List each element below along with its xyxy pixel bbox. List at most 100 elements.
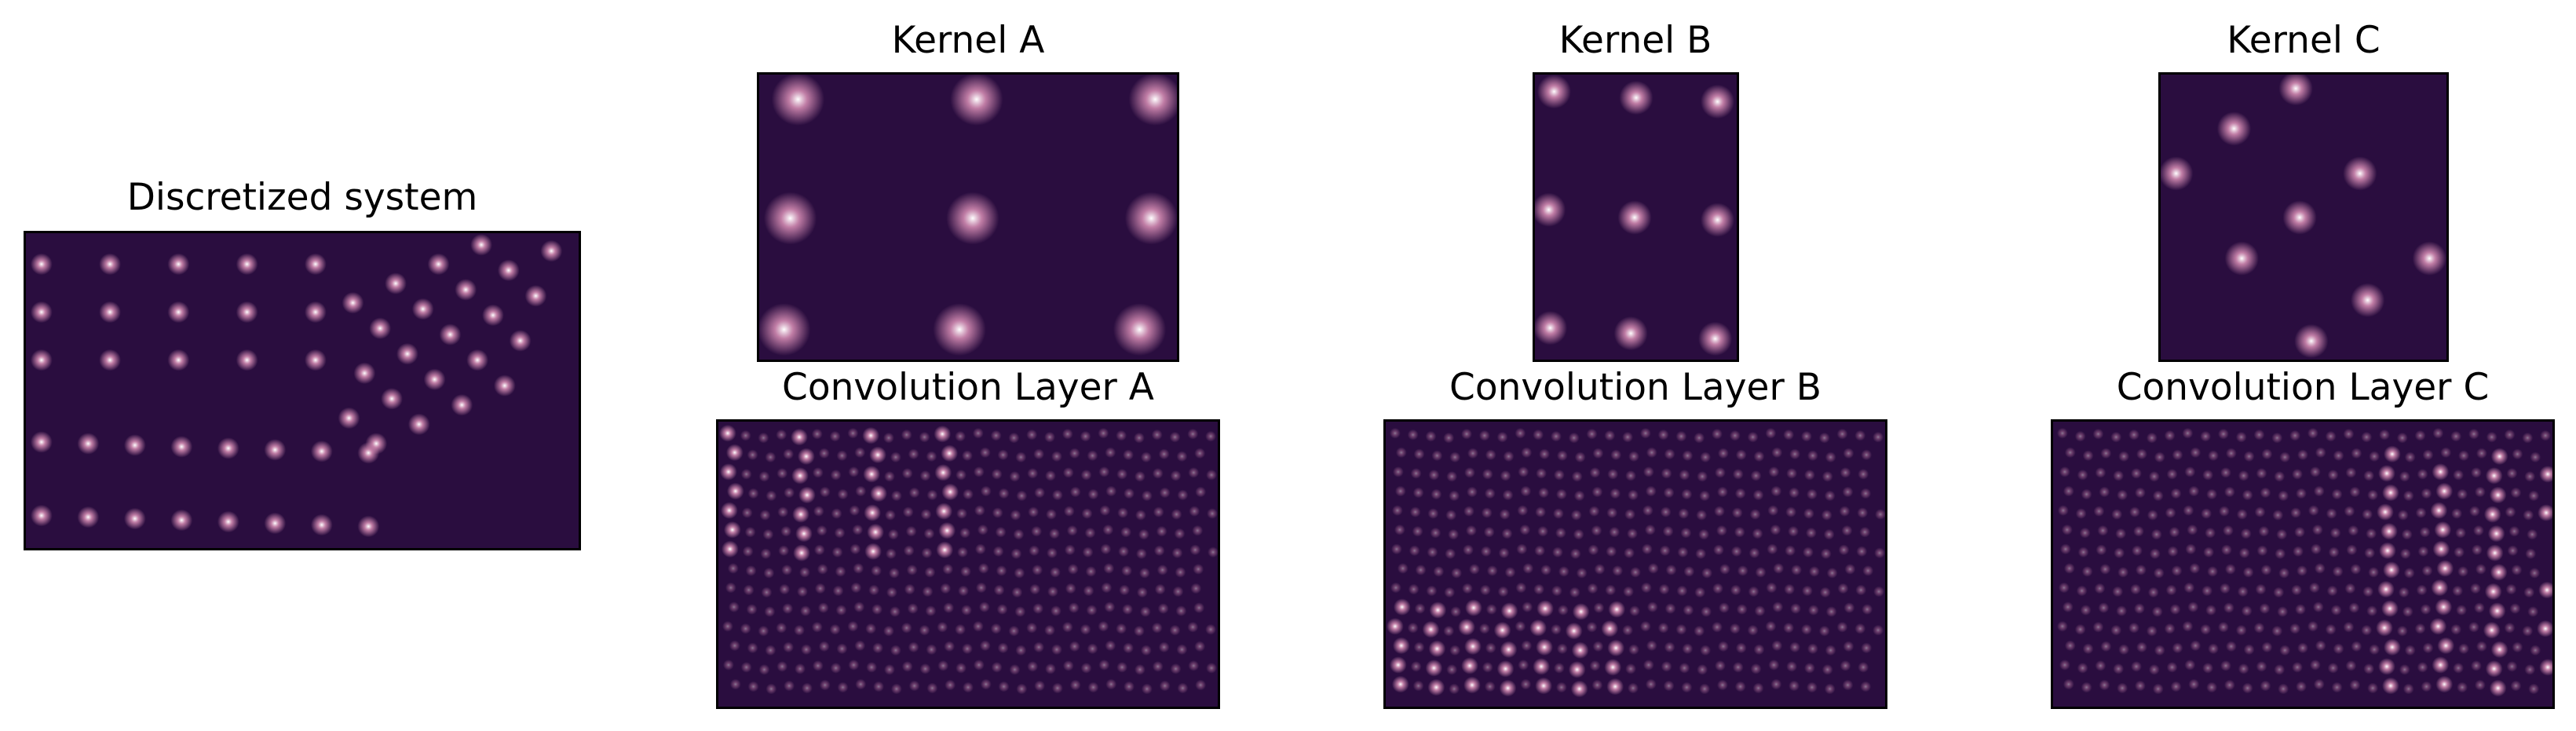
response-spot	[2490, 641, 2508, 659]
response-spot	[2258, 525, 2270, 537]
response-spot	[817, 564, 828, 575]
response-spot	[2082, 450, 2094, 462]
response-spot	[1622, 431, 1634, 443]
response-spot	[2225, 448, 2237, 459]
response-spot	[2296, 488, 2307, 499]
response-spot	[1571, 470, 1583, 482]
response-spot	[1610, 449, 1622, 461]
response-spot	[1551, 623, 1562, 635]
response-spot	[1141, 490, 1153, 502]
response-spot	[1592, 641, 1604, 652]
particle-spot	[451, 393, 473, 416]
response-spot	[1874, 547, 1885, 559]
response-spot	[1049, 528, 1060, 539]
response-spot	[2223, 602, 2234, 613]
response-spot	[1029, 545, 1040, 557]
response-spot	[1138, 528, 1149, 540]
response-spot	[1629, 605, 1640, 616]
response-spot	[1856, 546, 1868, 557]
response-spot	[1449, 451, 1461, 463]
response-spot	[2166, 469, 2178, 480]
response-spot	[1064, 544, 1076, 556]
response-spot	[765, 451, 776, 463]
conv-layer-a-panel	[716, 419, 1220, 709]
response-spot	[2488, 602, 2506, 620]
response-spot	[1463, 544, 1474, 556]
response-spot	[1413, 641, 1425, 653]
response-spot	[2115, 528, 2127, 539]
particle-spot	[342, 291, 364, 314]
response-spot	[1699, 490, 1711, 502]
response-spot	[1843, 448, 1854, 459]
particle-spot	[466, 349, 488, 371]
response-spot	[1517, 505, 1529, 517]
response-spot	[1412, 680, 1424, 692]
response-spot	[2187, 601, 2199, 612]
response-spot	[1821, 470, 1833, 482]
response-spot	[1141, 683, 1153, 695]
response-spot	[1105, 678, 1117, 690]
response-spot	[1716, 524, 1727, 536]
response-spot	[943, 602, 955, 613]
response-spot	[1481, 507, 1493, 518]
response-spot	[1837, 583, 1849, 594]
response-spot	[723, 521, 741, 539]
response-spot	[2170, 488, 2182, 499]
response-spot	[1753, 644, 1765, 656]
conv-layer-a-title: Convolution Layer A	[782, 366, 1154, 409]
response-spot	[2058, 582, 2070, 594]
response-spot	[980, 678, 992, 690]
response-spot	[2348, 524, 2359, 536]
response-spot	[1826, 567, 1838, 579]
response-spot	[1502, 489, 1514, 501]
response-spot	[1802, 585, 1813, 597]
response-spot	[2130, 583, 2141, 595]
response-spot	[1009, 663, 1021, 675]
response-spot	[1082, 546, 1094, 558]
response-spot	[1557, 605, 1569, 616]
response-spot	[1731, 507, 1743, 518]
response-spot	[872, 642, 884, 654]
response-spot	[2525, 548, 2537, 560]
response-spot	[1443, 625, 1455, 637]
response-spot	[2511, 564, 2523, 576]
response-spot	[1574, 451, 1586, 463]
response-spot	[1499, 679, 1517, 697]
response-spot	[1046, 509, 1057, 520]
response-spot	[2110, 624, 2122, 636]
response-spot	[1170, 470, 1182, 481]
response-spot	[2063, 563, 2075, 574]
response-spot	[979, 447, 991, 459]
response-spot	[1044, 431, 1055, 443]
response-spot	[1586, 621, 1598, 633]
particle-spot	[439, 323, 462, 345]
response-spot	[977, 524, 988, 535]
response-spot	[2384, 638, 2401, 656]
response-spot	[1734, 681, 1746, 693]
response-spot	[726, 482, 744, 500]
particle-spot	[123, 434, 146, 456]
response-spot	[1841, 524, 1853, 536]
response-spot	[2219, 506, 2230, 517]
response-spot	[2450, 623, 2462, 635]
response-spot	[902, 506, 914, 517]
response-spot	[1747, 624, 1759, 636]
response-spot	[1061, 621, 1073, 633]
response-spot	[2522, 432, 2534, 444]
response-spot	[1752, 682, 1764, 694]
response-spot	[2524, 470, 2536, 482]
response-spot	[2539, 659, 2552, 676]
response-spot	[2528, 490, 2540, 502]
response-spot	[1825, 451, 1836, 463]
response-spot	[1393, 598, 1411, 616]
response-spot	[1551, 585, 1562, 597]
response-spot	[1533, 658, 1551, 675]
response-spot	[1843, 641, 1854, 652]
response-spot	[1098, 620, 1109, 632]
response-spot	[2152, 683, 2164, 695]
response-spot	[883, 432, 894, 444]
response-spot	[1193, 602, 1205, 613]
response-spot	[760, 548, 772, 560]
response-spot	[761, 587, 773, 598]
response-spot	[2437, 637, 2455, 655]
